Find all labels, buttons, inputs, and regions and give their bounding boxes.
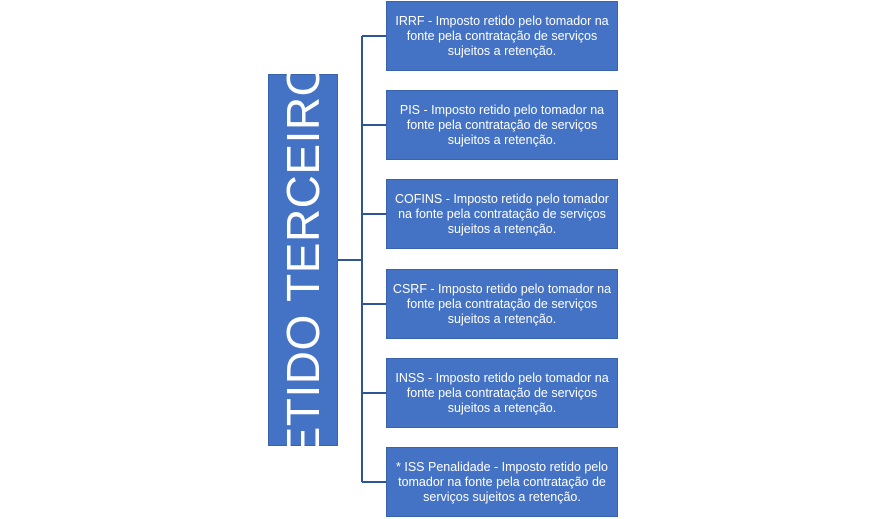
- child-node-text: COFINS - Imposto retido pelo tomador na …: [395, 191, 609, 236]
- root-node-label: RETIDO TERCEIROS: [277, 28, 329, 492]
- child-node-irrf: IRRF - Imposto retido pelo tomador na fo…: [386, 1, 618, 71]
- child-node-text: CSRF - Imposto retido pelo tomador na fo…: [392, 281, 612, 326]
- child-node-inss: INSS - Imposto retido pelo tomador na fo…: [386, 358, 618, 428]
- child-node-text: IRRF - Imposto retido pelo tomador na fo…: [395, 13, 609, 58]
- child-node-text: * ISS Penalidade - Imposto retido pelo t…: [396, 459, 608, 504]
- child-node-text: INSS - Imposto retido pelo tomador na fo…: [395, 370, 609, 415]
- child-node-csrf: CSRF - Imposto retido pelo tomador na fo…: [386, 269, 618, 339]
- child-node-pis: PIS - Imposto retido pelo tomador na fon…: [386, 90, 618, 160]
- child-node-iss-penalidade: * ISS Penalidade - Imposto retido pelo t…: [386, 447, 618, 517]
- child-node-cofins: COFINS - Imposto retido pelo tomador na …: [386, 179, 618, 249]
- child-node-text: PIS - Imposto retido pelo tomador na fon…: [399, 102, 605, 147]
- root-node: RETIDO TERCEIROS: [268, 29, 338, 491]
